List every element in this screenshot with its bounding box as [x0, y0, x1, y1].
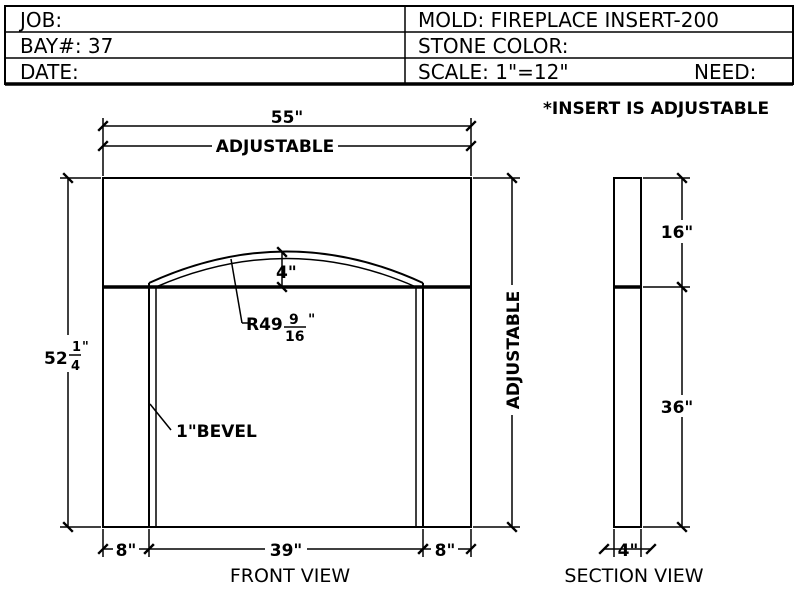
dim-height-num: 1	[72, 340, 81, 355]
dim-height-inch: "	[82, 340, 89, 355]
title-block: JOB: MOLD: FIREPLACE INSERT-200 BAY#: 37…	[4, 5, 794, 86]
dim-arch-rise-text: 4"	[276, 263, 297, 283]
section-outline	[613, 177, 642, 528]
dim-adjustable-right-text: ADJUSTABLE	[504, 291, 524, 409]
bevel-leader	[149, 403, 172, 431]
radius-leader	[230, 258, 243, 324]
dim-opening-text: 39"	[270, 541, 303, 561]
dim-height-den: 4	[71, 359, 80, 374]
dim-width-text: 55"	[271, 108, 304, 128]
bevel-text: 1"BEVEL	[176, 422, 257, 442]
dim-section-top-text: 16"	[661, 223, 694, 243]
front-view-label: FRONT VIEW	[230, 565, 351, 587]
date-label: DATE:	[20, 60, 79, 84]
dim-left-leg-text: 8"	[116, 541, 137, 561]
front-outline	[102, 177, 472, 528]
job-label: JOB:	[18, 8, 62, 32]
dim-radius-whole: R49	[246, 315, 283, 335]
dim-section-depth-text: 4"	[618, 541, 639, 561]
dim-adjustable-top-text: ADJUSTABLE	[216, 137, 334, 157]
scale-label: SCALE: 1"=12"	[418, 60, 569, 84]
dim-section-bottom-text: 36"	[661, 398, 694, 418]
section-view: 16" 36" 4" SECTION VIEW	[564, 172, 704, 587]
front-view: 55" ADJUSTABLE 52 1 4 " ADJUSTABLE 4" R4…	[44, 108, 524, 587]
need-label: NEED:	[694, 60, 756, 84]
mold-label: MOLD: FIREPLACE INSERT-200	[418, 8, 719, 32]
dim-right-leg-text: 8"	[435, 541, 456, 561]
dim-radius-den: 16	[285, 329, 304, 345]
section-view-label: SECTION VIEW	[564, 565, 703, 587]
stone-color-label: STONE COLOR:	[418, 34, 569, 58]
dim-radius-num: 9	[289, 312, 299, 328]
dim-radius-inch: "	[308, 312, 315, 328]
dim-height-whole: 52	[44, 349, 68, 369]
insert-adjustable-note: *INSERT IS ADJUSTABLE	[543, 99, 769, 119]
bay-label: BAY#: 37	[20, 34, 113, 58]
